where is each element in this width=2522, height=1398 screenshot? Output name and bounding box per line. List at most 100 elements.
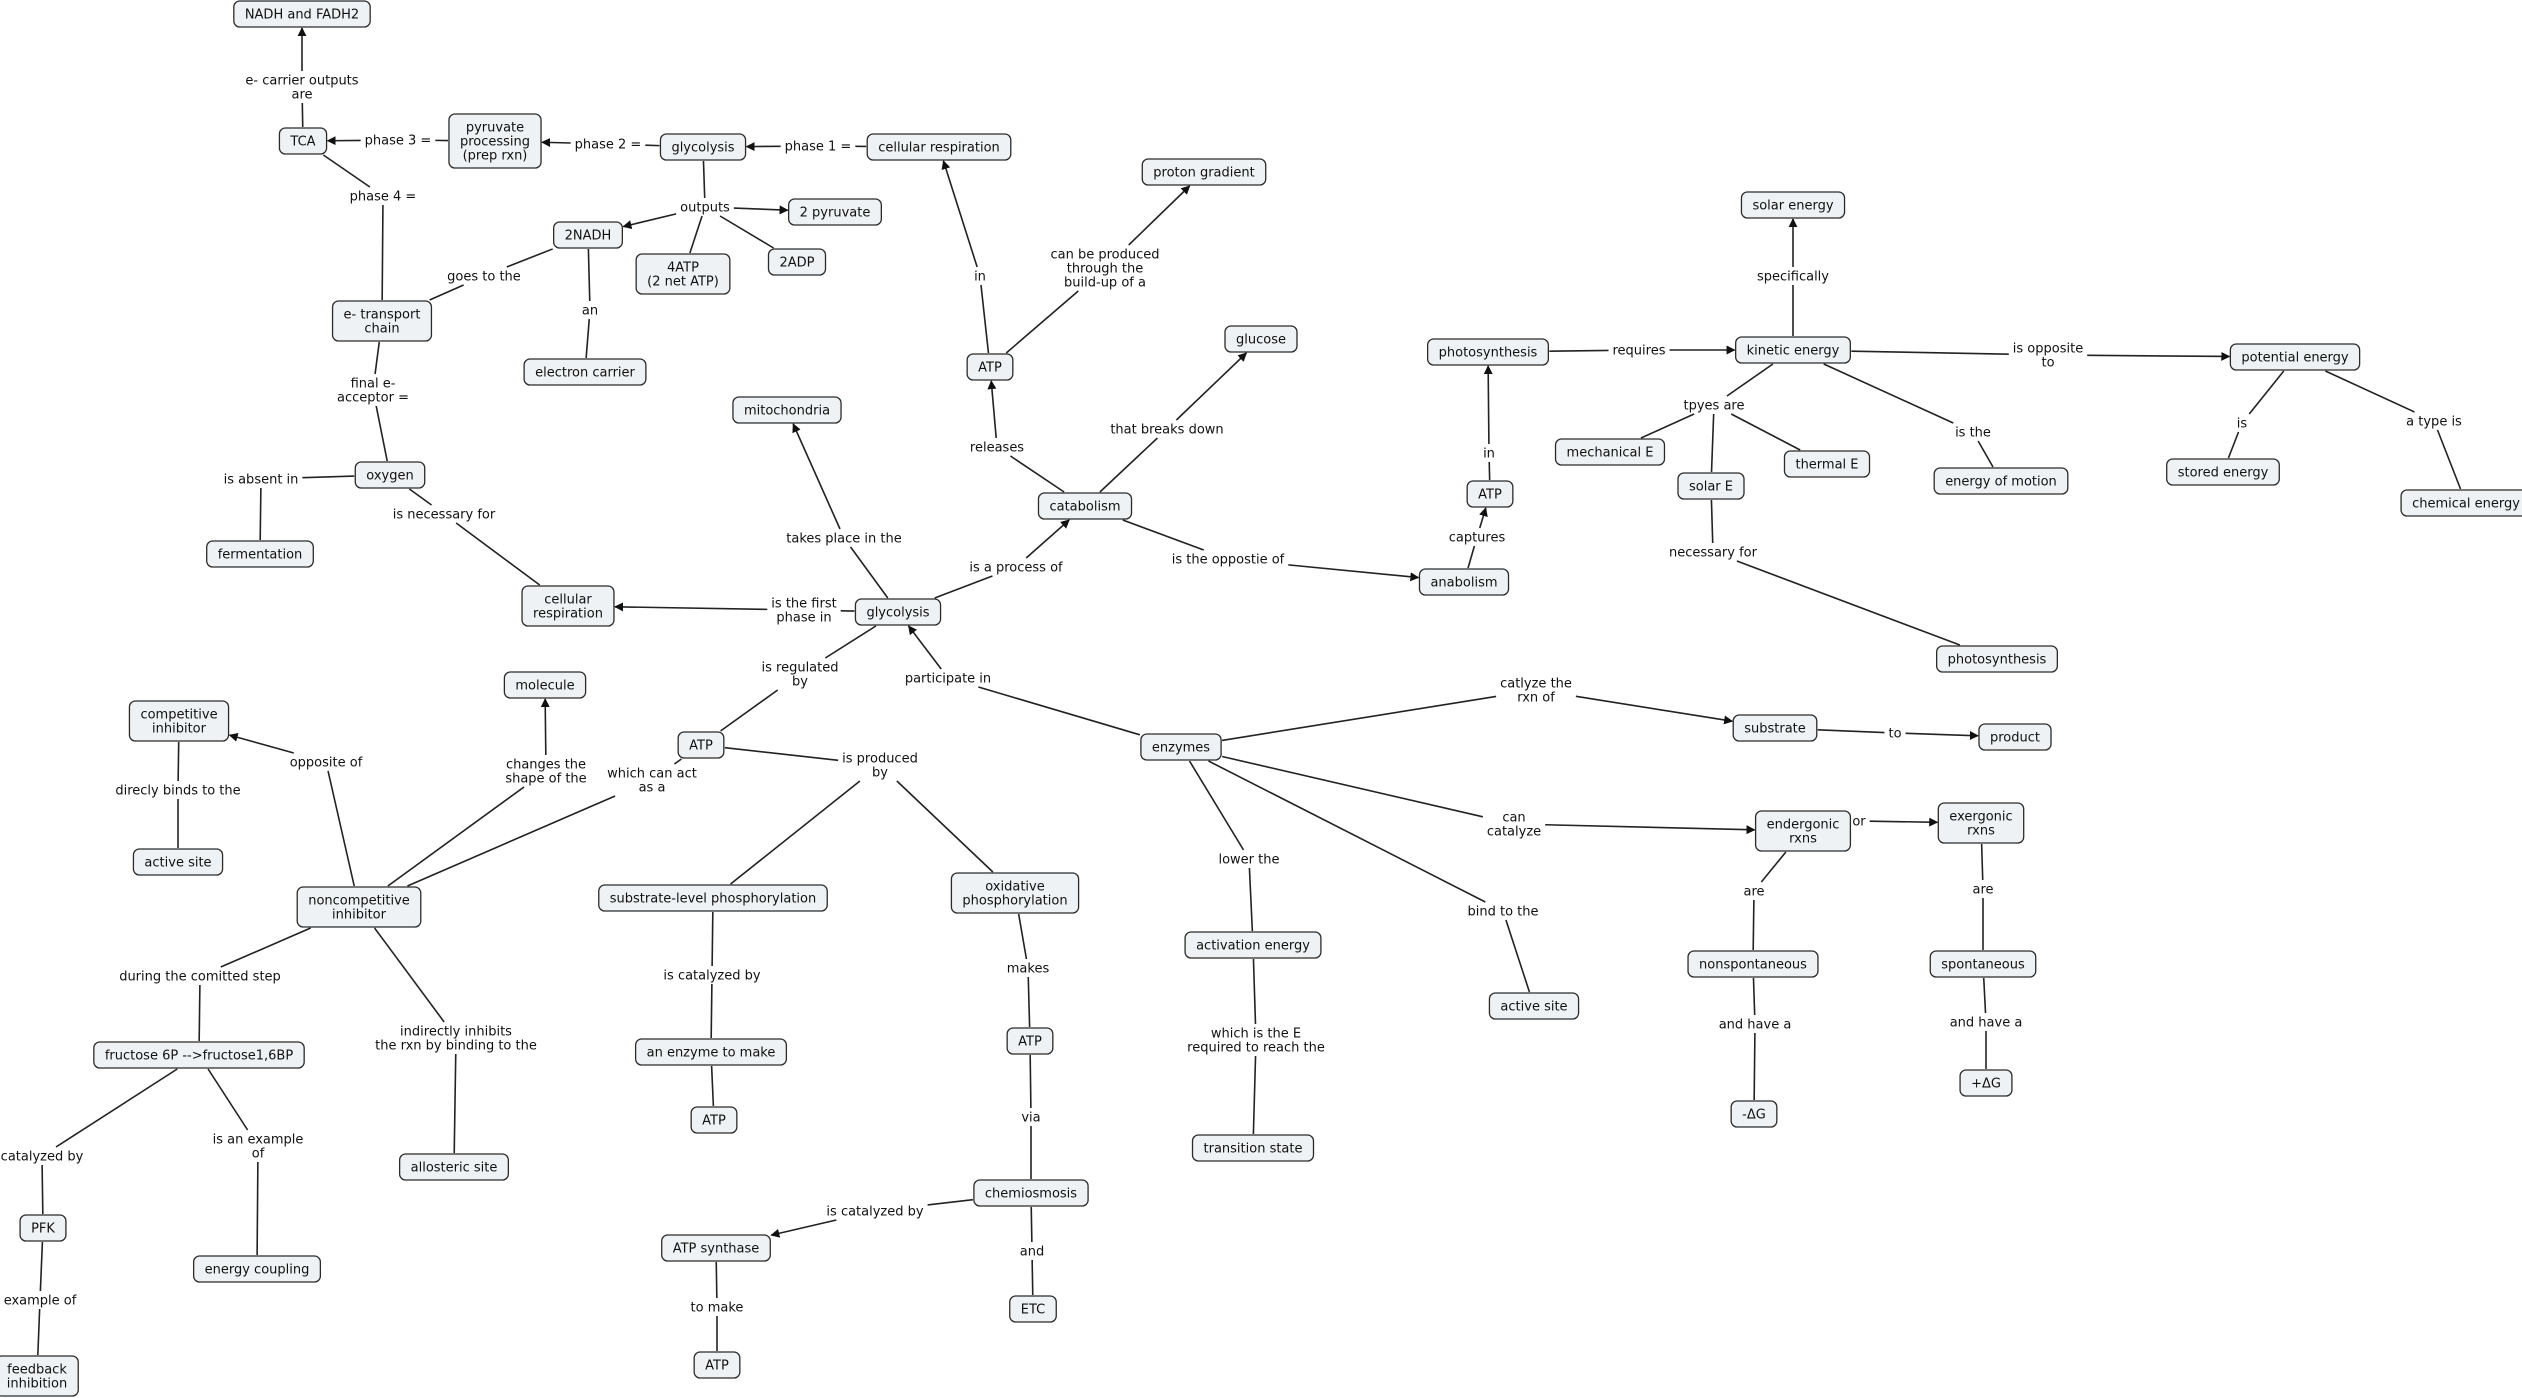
concept-node-chemical-energy[interactable]: chemical energy [2400,489,2522,517]
concept-node-nadh-fadh2[interactable]: NADH and FADH2 [233,0,371,28]
connector-goes-to-the-to-e-transport-chain [429,284,464,301]
concept-node-text: energy coupling [205,1263,310,1278]
concept-node-proton-gradient[interactable]: proton gradient [1141,158,1267,186]
concept-node-energy-coupling[interactable]: energy coupling [192,1255,322,1283]
concept-node-fermentation[interactable]: fermentation [206,540,314,568]
concept-node-atp-right[interactable]: ATP [1466,480,1514,508]
concept-node-box [553,221,623,249]
link-label-background [839,750,921,780]
connector-noncompetitive-inhibitor-to-changes-shape [387,786,525,887]
connector-catalyze-rxn-to-substrate [1575,695,1734,725]
concept-node-molecule[interactable]: molecule [503,671,587,699]
concept-node-fructose[interactable]: fructose 6P -->fructose1,6BP [93,1041,305,1069]
concept-node-box [93,1041,305,1069]
concept-node-four-atp[interactable]: 4ATP(2 net ATP) [635,253,731,295]
connector-is-catalyzed-by-slp-to-enzyme-to-make [710,983,713,1039]
connector-atp-ox-to-via [1029,1054,1032,1109]
link-label-text: goes to the [447,270,521,285]
concept-node-solar-e[interactable]: solar E [1677,472,1745,500]
concept-node-atp-bottom[interactable]: ATP [693,1351,741,1379]
concept-node-potential-energy[interactable]: potential energy [2229,343,2361,371]
concept-node-glucose[interactable]: glucose [1224,325,1298,353]
concept-node-text: ATP [702,1114,726,1129]
concept-node-activation-energy[interactable]: activation energy [1184,931,1322,959]
concept-node-solar-energy[interactable]: solar energy [1740,191,1846,219]
concept-node-pos-dg[interactable]: +ΔG [1959,1069,2013,1097]
concept-node-cellular-respiration-top[interactable]: cellular respiration [866,133,1012,161]
concept-node-kinetic-energy[interactable]: kinetic energy [1735,336,1851,364]
concept-node-oxygen[interactable]: oxygen [354,461,426,489]
concept-node-transition-state[interactable]: transition state [1191,1134,1315,1162]
concept-node-photosynthesis-lower[interactable]: photosynthesis [1935,645,2059,673]
concept-node-glycolysis-top[interactable]: glycolysis [659,133,747,161]
concept-node-anabolism[interactable]: anabolism [1418,568,1510,596]
concept-node-product[interactable]: product [1978,723,2052,751]
concept-node-enzyme-to-make[interactable]: an enzyme to make [634,1038,788,1066]
concept-node-active-site-left[interactable]: active site [132,848,224,876]
concept-node-catabolism[interactable]: catabolism [1037,492,1133,520]
concept-node-mechanical-e[interactable]: mechanical E [1554,438,1666,466]
concept-node-mitochondria[interactable]: mitochondria [732,396,842,424]
concept-node-box [1141,158,1267,186]
link-label-text: requires [1613,344,1666,359]
concept-node-spontaneous[interactable]: spontaneous [1929,950,2037,978]
concept-node-atp-upper[interactable]: ATP [966,353,1014,381]
concept-node-atp-ox[interactable]: ATP [1006,1027,1054,1055]
concept-node-nonspontaneous[interactable]: nonspontaneous [1687,950,1819,978]
concept-node-energy-of-motion[interactable]: energy of motion [1933,467,2069,495]
concept-node-thermal-e[interactable]: thermal E [1783,450,1871,478]
concept-node-text: transition state [1204,1142,1303,1157]
concept-node-electron-carrier[interactable]: electron carrier [523,358,647,386]
connector-oxidative-phos-to-makes [1017,913,1028,960]
concept-node-pfk[interactable]: PFK [19,1214,67,1242]
concept-node-box [1783,450,1871,478]
concept-node-two-adp[interactable]: 2ADP [767,248,827,276]
concept-node-text: substrate-level phosphorylation [610,892,816,907]
concept-node-text: activation energy [1196,939,1310,954]
concept-node-photosynthesis-top[interactable]: photosynthesis [1426,338,1550,366]
concept-node-two-pyruvate[interactable]: 2 pyruvate [788,198,882,226]
concept-node-atp-slp[interactable]: ATP [690,1106,738,1134]
concept-node-box [732,396,842,424]
concept-node-box [278,127,328,155]
connector-types-are-to-solar-e [1710,413,1715,473]
concept-node-stored-energy[interactable]: stored energy [2166,458,2280,486]
concept-node-atp-synthase[interactable]: ATP synthase [661,1234,771,1262]
concept-node-tca[interactable]: TCA [278,127,328,155]
connector-and-to-etc [1031,1259,1034,1296]
concept-node-substrate[interactable]: substrate [1732,714,1818,742]
concept-node-substrate-level-phos[interactable]: substrate-level phosphorylation [598,884,828,912]
concept-node-etc[interactable]: ETC [1009,1295,1057,1323]
concept-node-box [1935,645,2059,673]
concept-node-atp-mid[interactable]: ATP [677,731,725,759]
link-label-background [1740,883,1768,899]
concept-node-glycolysis-center[interactable]: glycolysis [854,598,942,626]
concept-node-text: active site [144,856,211,871]
concept-node-enzymes[interactable]: enzymes [1140,733,1222,761]
concept-node-box [634,1038,788,1066]
connector-noncompetitive-inhibitor-to-indirectly-inhibits [373,927,445,1023]
connector-indirectly-inhibits-to-allosteric-site [453,1053,457,1154]
concept-node-box [1978,723,2052,751]
concept-node-allosteric-site[interactable]: allosteric site [398,1153,510,1181]
connector-outputs-to-two-nadh [622,213,677,230]
link-label-text: opposite of [290,756,363,771]
concept-node-neg-dg[interactable]: -ΔG [1730,1100,1778,1128]
concept-node-active-site-right[interactable]: active site [1488,992,1580,1020]
link-label-text: necessary for [1669,546,1758,561]
concept-node-chemiosmosis[interactable]: chemiosmosis [973,1179,1089,1207]
concept-node-two-nadh[interactable]: 2NADH [553,221,623,249]
concept-node-box [635,253,731,295]
link-label-text: are [1743,885,1764,900]
